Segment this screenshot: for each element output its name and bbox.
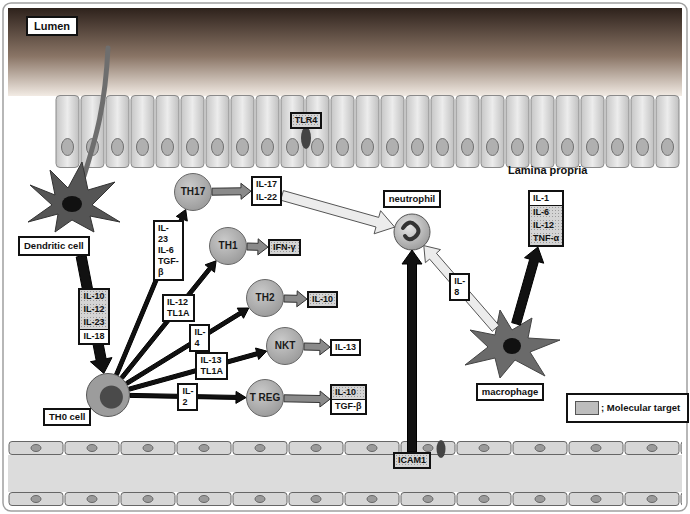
box-text: IL-18 (80, 329, 107, 343)
cell-name: T REG (250, 392, 281, 404)
box-text: IFN-γ (270, 241, 299, 254)
box-text: IL-17 (253, 178, 280, 191)
cell-name: NKT (275, 340, 296, 352)
nucleus (62, 196, 82, 212)
cell-circle: TH0 cell (86, 373, 130, 417)
box-text: TNF-α (530, 232, 562, 245)
label-box: IL-17IL-22 (251, 176, 282, 206)
nucleus (503, 338, 521, 354)
legend-row: ; Molecular target (575, 401, 680, 415)
cytokine-label: IL-8 (449, 273, 470, 301)
legend-text: ; Molecular target (601, 402, 680, 414)
box-text: IL-12 (530, 219, 562, 232)
dendrite (84, 48, 108, 176)
cell-label: macrophage (476, 383, 545, 401)
label-box: IL-10TGF-β (330, 384, 367, 415)
arrow-connector (402, 250, 422, 452)
cell-circle: TH2 (246, 279, 284, 317)
nucleus (403, 223, 419, 240)
arrow-connector (247, 239, 268, 255)
cell-circle: NKT (266, 327, 304, 365)
neutrophil-cell (394, 214, 430, 250)
box-text: IL-10 (80, 290, 107, 303)
cell-circle: T REG (246, 379, 284, 417)
cell-circle: macrophage (488, 323, 532, 367)
box-text: IL-23 (80, 316, 107, 329)
label-box: IL-10IL-12IL-23IL-18 (78, 288, 109, 345)
adhesion-molecule (437, 440, 446, 458)
label-box: IFN-γ (268, 239, 301, 256)
box-text: Dendritic cell (20, 238, 88, 254)
arrow-connector (512, 247, 544, 325)
cytokine-label: IL-12 TL1A (162, 294, 195, 322)
cytokine-label: IL-4 (189, 324, 210, 352)
cell-label: neutrophil (383, 190, 441, 208)
cell-circle: TH1 (209, 227, 247, 265)
arrow-connector (76, 255, 112, 373)
label-box: Lumen (26, 16, 78, 36)
label-box: IL-1IL-6IL-12TNF-α (528, 190, 564, 247)
label-box: TLR4 (290, 112, 323, 129)
frame (3, 3, 687, 511)
cytokine-label: IL-13 TL1A (195, 352, 228, 380)
cytokine-label: IL-2 (177, 383, 198, 411)
label-box: IL-10 (307, 291, 338, 308)
box-text: IL-10 (309, 293, 336, 306)
arrow-connector (424, 246, 499, 332)
arrow-connector (212, 183, 251, 199)
box-text: TGF-β (332, 399, 365, 413)
box-text: IL-10 (332, 386, 365, 399)
cell-name: TH2 (256, 292, 275, 304)
epithelium (55, 95, 680, 169)
box-text: Lumen (28, 18, 76, 34)
arrow-connector (281, 191, 395, 234)
label-box: Dendritic cell (18, 236, 90, 256)
box-text: IL-13 (332, 341, 359, 354)
region-label: Lamina propria (508, 164, 587, 177)
arrow-connector (304, 339, 330, 355)
box-text: TLR4 (292, 114, 321, 127)
cell-circle: neutrophil (394, 214, 430, 250)
label-box: ICAM1 (393, 452, 431, 469)
box-text: IL-1 (530, 192, 562, 205)
arrow-connector (284, 391, 330, 407)
box-text: IL-6 (530, 205, 562, 219)
box-text: IL-22 (253, 191, 280, 204)
cell-label: TH0 cell (43, 408, 91, 426)
label-box: IL-13 (330, 339, 361, 356)
receptor (301, 127, 311, 149)
cell-circle: TH17 (174, 173, 212, 211)
arrow-connector (284, 291, 307, 307)
cytokine-label: IL-23 IL-6 TGF-β (153, 220, 184, 281)
cell-name: TH1 (219, 240, 238, 252)
legend-swatch (575, 401, 599, 415)
dendritic-cell-body (28, 162, 120, 232)
vessel-wall (8, 441, 682, 506)
legend-box: ; Molecular target (566, 393, 689, 423)
box-text: ICAM1 (395, 454, 429, 467)
cell-name: TH17 (181, 186, 205, 198)
box-text: IL-12 (80, 303, 107, 316)
